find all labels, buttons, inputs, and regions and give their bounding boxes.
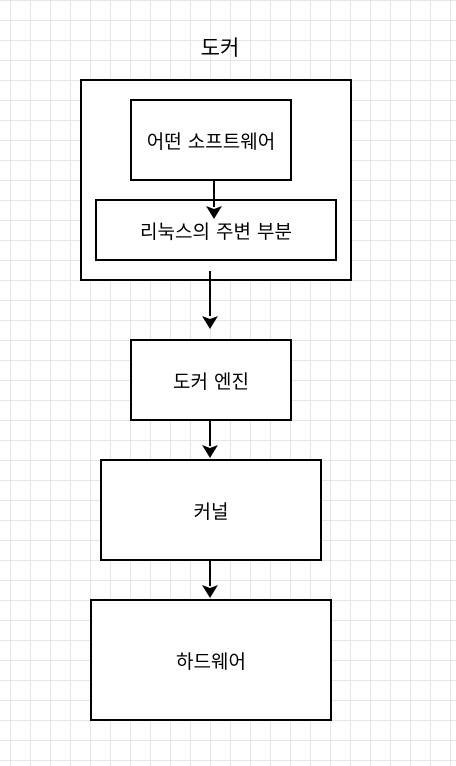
docker-title: 도커 <box>200 36 240 60</box>
linux-periphery-box[interactable]: 리눅스의 주변 부분 <box>95 199 337 261</box>
docker-engine-box[interactable]: 도커 엔진 <box>130 339 292 421</box>
kernel-box[interactable]: 커널 <box>100 459 322 561</box>
hardware-box[interactable]: 하드웨어 <box>90 599 332 721</box>
arrowhead-kernel-to-hardware <box>202 585 218 598</box>
software-box[interactable]: 어떤 소프트웨어 <box>130 99 292 181</box>
arrowhead-docker-to-engine <box>202 316 218 329</box>
arrowhead-engine-to-kernel <box>202 445 218 458</box>
